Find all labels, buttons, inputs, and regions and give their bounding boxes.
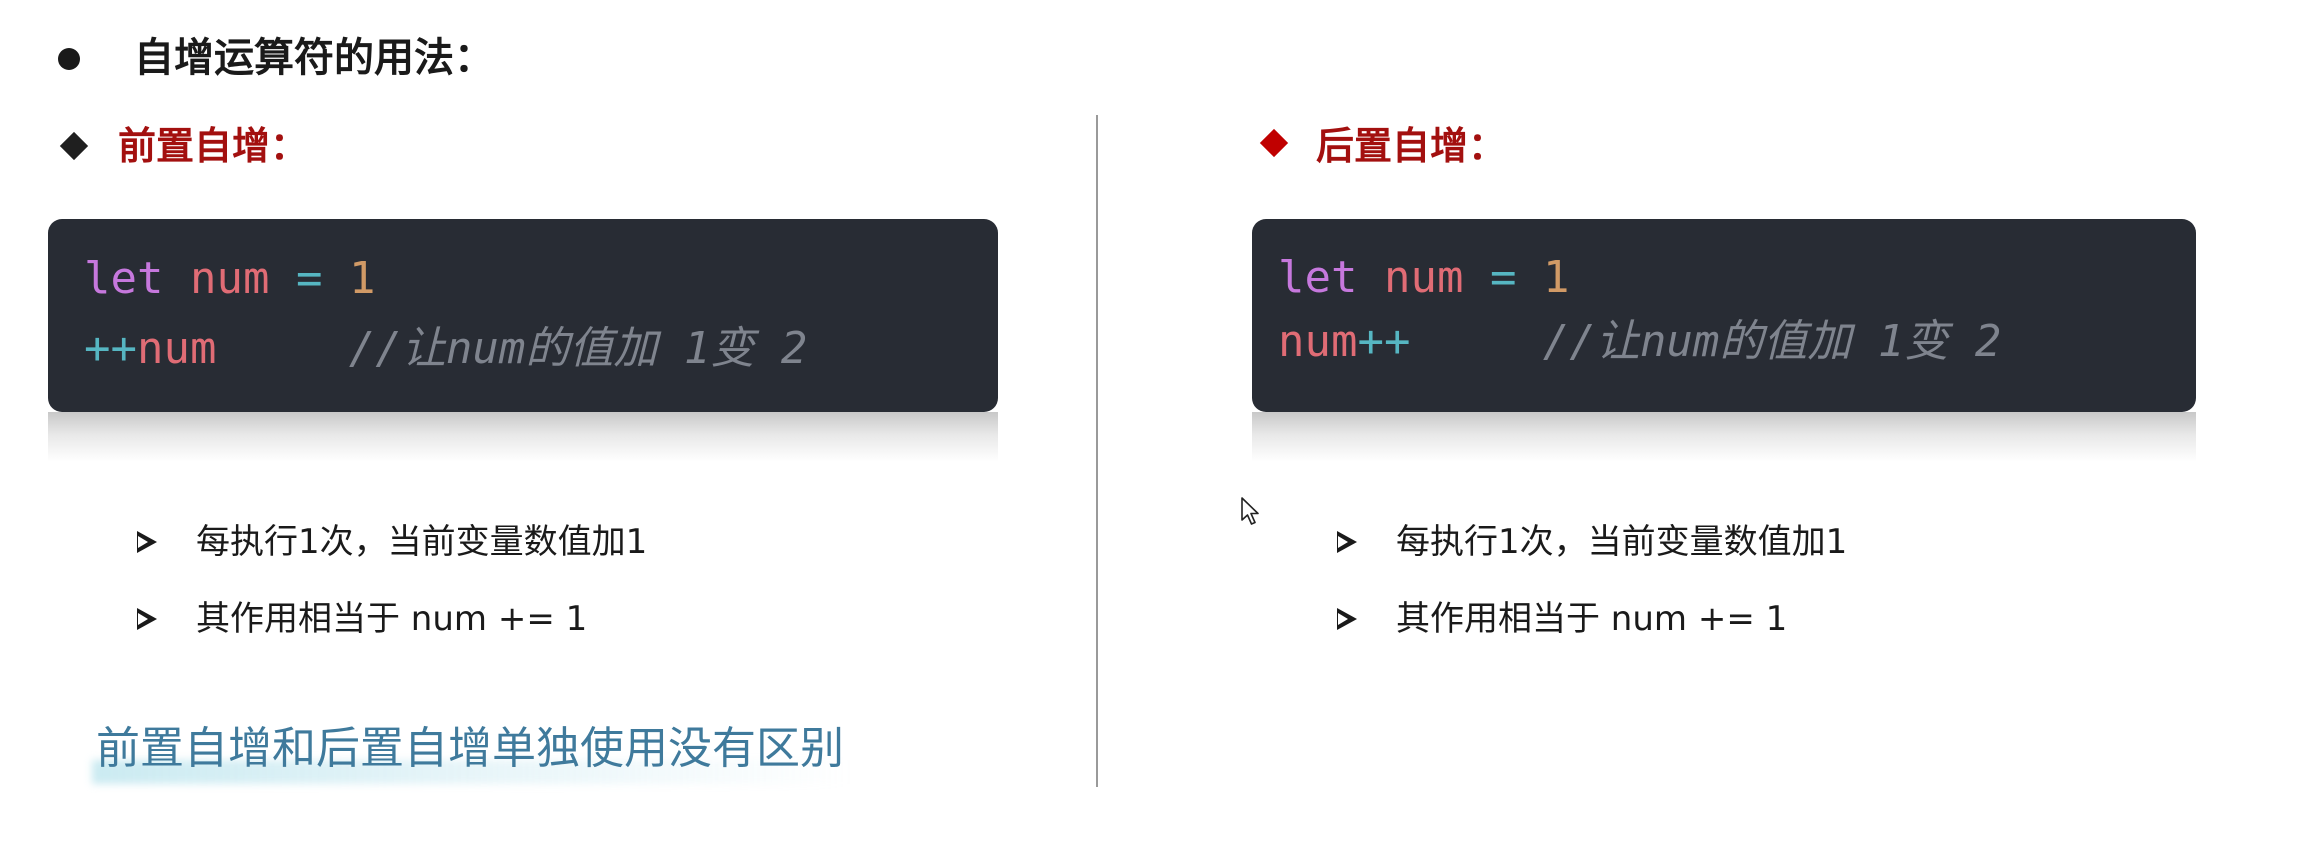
prefix-diamond-icon bbox=[59, 131, 89, 161]
postfix-code-block: let num = 1 num++ //让num的值加 1变 2 bbox=[1252, 219, 2196, 412]
prefix-code-line-1: let num = 1 bbox=[84, 249, 375, 309]
code-keyword: let bbox=[1278, 252, 1358, 303]
code-variable: num bbox=[1278, 316, 1358, 367]
arrowhead-icon bbox=[137, 531, 157, 553]
postfix-diamond-icon bbox=[1259, 128, 1289, 158]
title-bullet-icon bbox=[58, 48, 80, 70]
code-variable: num bbox=[136, 323, 217, 374]
prefix-code-block: let num = 1 ++num //让num的值加 1变 2 bbox=[48, 219, 998, 412]
prefix-code-shadow bbox=[48, 412, 998, 462]
page-title: 自增运算符的用法： bbox=[134, 35, 494, 81]
code-number: 1 bbox=[1542, 252, 1570, 303]
code-keyword: let bbox=[84, 253, 164, 304]
mouse-pointer-icon bbox=[1241, 497, 1259, 525]
code-operator: = bbox=[295, 253, 323, 304]
arrowhead-icon bbox=[1337, 531, 1357, 553]
prefix-bullet-1: 每执行1次，当前变量数值加1 bbox=[196, 522, 648, 562]
postfix-code-line-1: let num = 1 bbox=[1278, 248, 1569, 308]
code-comment: //让num的值加 1变 2 bbox=[348, 323, 808, 374]
code-operator: = bbox=[1489, 252, 1517, 303]
code-operator: ++ bbox=[84, 323, 137, 374]
arrowhead-icon bbox=[137, 608, 157, 630]
arrowhead-icon bbox=[1337, 608, 1357, 630]
summary-note: 前置自增和后置自增单独使用没有区别 bbox=[96, 723, 844, 774]
postfix-code-shadow bbox=[1252, 412, 2196, 462]
postfix-bullet-1: 每执行1次，当前变量数值加1 bbox=[1396, 522, 1848, 562]
column-divider bbox=[1096, 115, 1098, 787]
code-operator: ++ bbox=[1357, 316, 1411, 367]
prefix-bullet-2: 其作用相当于 num += 1 bbox=[196, 599, 588, 639]
code-variable: num bbox=[189, 253, 270, 304]
code-variable: num bbox=[1383, 252, 1464, 303]
prefix-code-line-2: ++num //让num的值加 1变 2 bbox=[84, 319, 807, 379]
prefix-heading: 前置自增： bbox=[118, 124, 309, 168]
code-comment: //让num的值加 1变 2 bbox=[1542, 316, 2002, 367]
code-number: 1 bbox=[348, 253, 376, 304]
postfix-bullet-2: 其作用相当于 num += 1 bbox=[1396, 599, 1788, 639]
postfix-code-line-2: num++ //让num的值加 1变 2 bbox=[1278, 312, 2001, 372]
postfix-heading: 后置自增： bbox=[1316, 124, 1507, 168]
note-highlight bbox=[92, 760, 852, 784]
